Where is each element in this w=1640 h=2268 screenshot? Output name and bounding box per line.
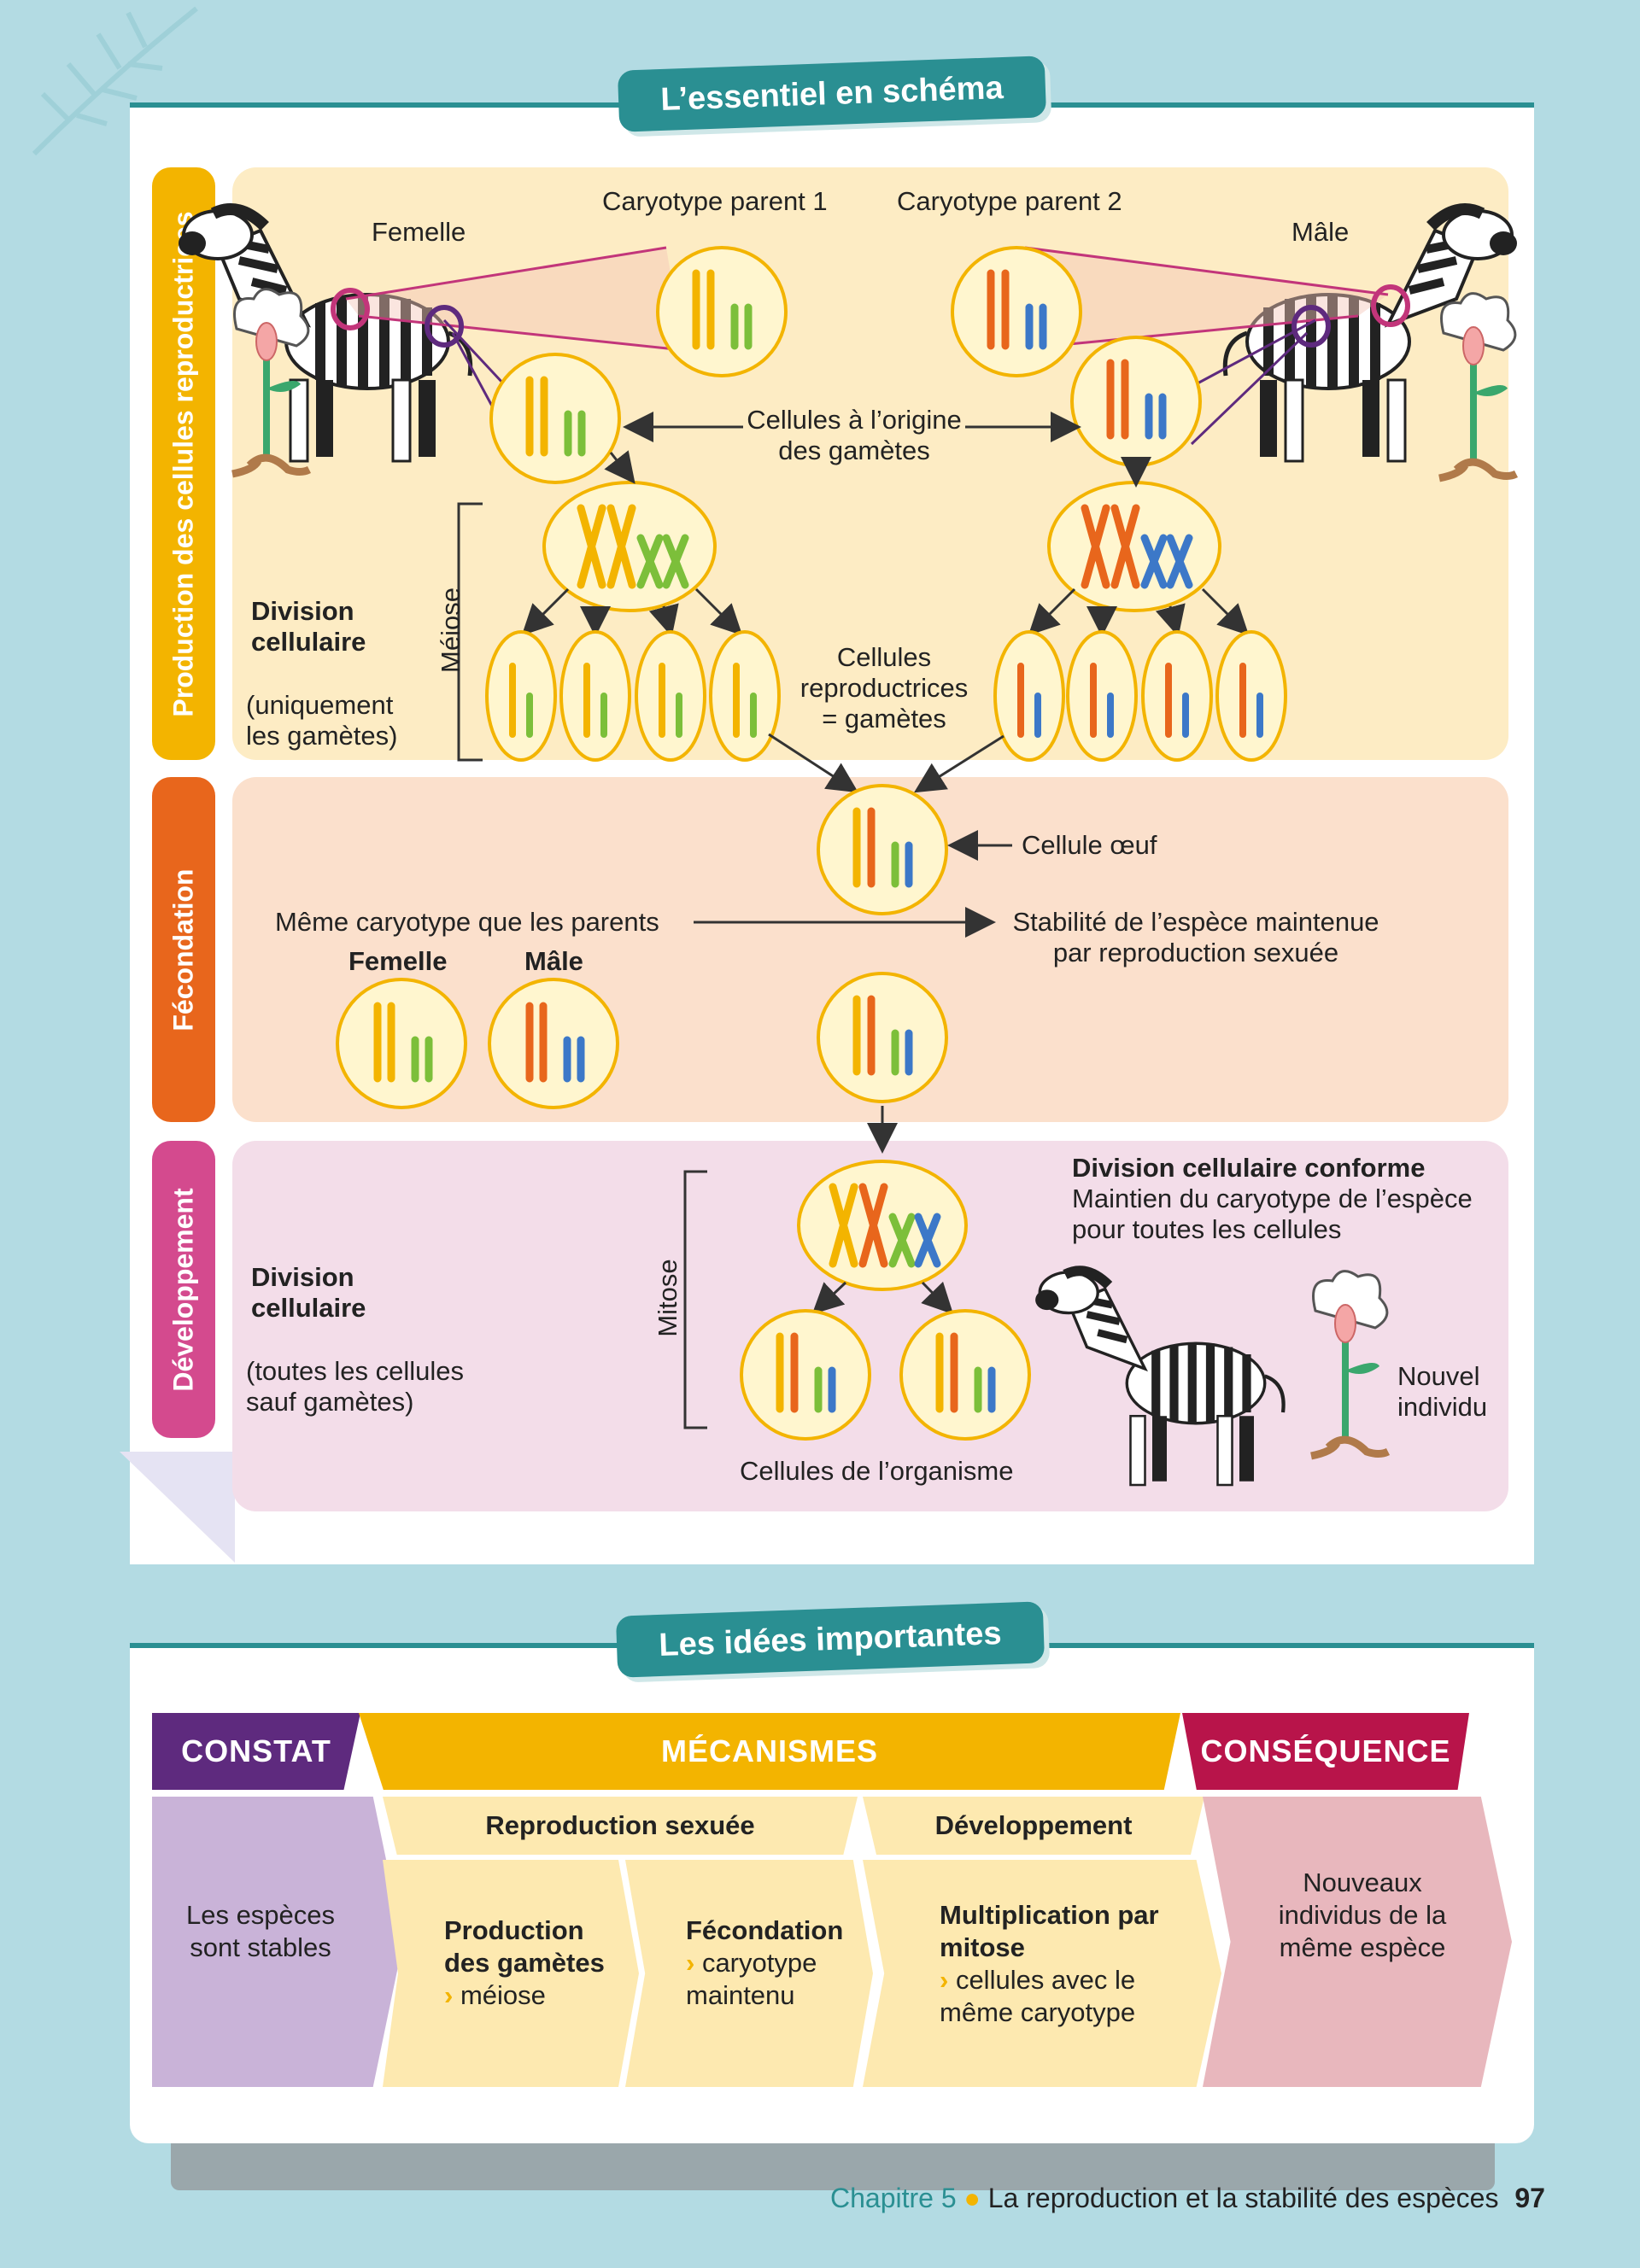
label-mitose: Mitose: [653, 1259, 682, 1337]
label-meiose: Méiose: [436, 587, 466, 673]
label-maintien-l2: pour toutes les cellules: [1072, 1214, 1342, 1244]
header-mecanismes: MÉCANISMES: [359, 1713, 1180, 1790]
chevron-right-icon: ›: [686, 1948, 702, 1978]
label-stabilite-l2: par reproduction sexuée: [1052, 938, 1339, 967]
fecondation-detail-row: › caryotype maintenu: [686, 1947, 857, 2012]
label-caryotype-parent-2: Caryotype parent 2: [897, 186, 1122, 216]
block-consequence: [1203, 1797, 1512, 2087]
label-toutes-cellules: (toutes les cellules sauf gamètes): [246, 1356, 464, 1418]
footer: Chapitre 5 ● La reproduction et la stabi…: [830, 2183, 1545, 2214]
chevron-right-icon: ›: [940, 1965, 956, 1995]
text-production: Production des gamètes › méiose: [444, 1914, 624, 2012]
fern-decoration-icon: [32, 6, 198, 156]
multiplication-detail: cellules avec le même caryotype: [940, 1965, 1136, 2027]
label-uniquement-gametes-l1: (uniquement: [246, 690, 394, 720]
block-production: [383, 1860, 639, 2087]
text-fecondation: Fécondation › caryotype maintenu: [686, 1914, 857, 2012]
label-male: Mâle: [1292, 217, 1350, 247]
block-fecondation: [625, 1860, 873, 2087]
multiplication-title: Multiplication par mitose: [940, 1900, 1159, 1962]
subheader-developpement: Développement: [863, 1797, 1204, 1855]
band-production: [232, 167, 1508, 760]
footer-chapter: Chapitre 5: [830, 2183, 957, 2213]
block-multiplication: [863, 1860, 1221, 2087]
label-division-conforme: Division cellulaire conforme: [1072, 1153, 1426, 1183]
text-consequence: Nouveaux individus de la même espèce: [1278, 1868, 1447, 1962]
text-multiplication: Multiplication par mitose › cellules ave…: [940, 1899, 1170, 2029]
label-nouvel-l2: individu: [1397, 1392, 1488, 1422]
text-constat: Les espèces sont stables: [185, 1900, 336, 1962]
label-femelle-bold: Femelle: [348, 946, 448, 976]
label-nouvel-individu: Nouvel individu: [1397, 1361, 1487, 1423]
label-male-bold: Mâle: [524, 946, 583, 976]
label-division-cellulaire: Division cellulaire: [251, 596, 366, 657]
production-detail: méiose: [460, 1980, 546, 2010]
tab-developpement: Développement: [152, 1141, 215, 1438]
subheader-reproduction: Reproduction sexuée: [383, 1797, 858, 1855]
label-stabilite: Stabilité de l’espèce maintenue par repr…: [999, 907, 1392, 968]
label-division-cellulaire-2: Division cellulaire: [251, 1262, 366, 1323]
label-cellules-origine-l2: des gamètes: [778, 435, 930, 465]
page-number: 97: [1514, 2183, 1545, 2213]
label-cellule-oeuf: Cellule œuf: [1022, 830, 1157, 860]
label-toutes-cellules-l2: sauf gamètes): [246, 1387, 414, 1417]
chevron-right-icon: ›: [444, 1980, 460, 2010]
tab-production: Production des cellules reproductrices: [152, 167, 215, 760]
fecondation-detail: caryotype maintenu: [686, 1948, 817, 2010]
label-uniquement-gametes: (uniquement les gamètes): [246, 690, 397, 751]
production-detail-row: › méiose: [444, 1979, 624, 2012]
schema-diagram: [0, 0, 1640, 1563]
label-toutes-cellules-l1: (toutes les cellules: [246, 1356, 465, 1386]
label-cellules-reproductrices: Cellules reproductrices = gamètes: [786, 642, 982, 734]
tab-fecondation: Fécondation: [152, 777, 215, 1122]
label-caryotype-parent-1: Caryotype parent 1: [602, 186, 828, 216]
label-maintien-l1: Maintien du caryotype de l’espèce: [1072, 1184, 1473, 1213]
label-nouvel-l1: Nouvel: [1397, 1361, 1480, 1391]
header-consequence: CONSÉQUENCE: [1182, 1713, 1469, 1790]
footer-dot-icon: ●: [964, 2183, 981, 2213]
label-femelle: Femelle: [372, 217, 466, 247]
label-cellules-repro-l2: reproductrices: [800, 673, 969, 703]
multiplication-detail-row: › cellules avec le même caryotype: [940, 1964, 1170, 2029]
label-division-conforme-block: Division cellulaire conforme Maintien du…: [1072, 1153, 1473, 1245]
label-meme-caryotype: Même caryotype que les parents: [275, 907, 659, 937]
header-constat: CONSTAT: [152, 1713, 360, 1790]
block-constat: [152, 1797, 403, 2087]
fecondation-title: Fécondation: [686, 1915, 844, 1945]
label-cellules-organisme: Cellules de l’organisme: [740, 1456, 1014, 1486]
label-stabilite-l1: Stabilité de l’espèce maintenue: [1012, 907, 1379, 937]
label-cellules-origine: Cellules à l’origine des gamètes: [726, 405, 982, 466]
footer-title: La reproduction et la stabilité des espè…: [987, 2183, 1499, 2213]
label-cellules-repro-l3: = gamètes: [822, 704, 946, 734]
label-uniquement-gametes-l2: les gamètes): [246, 721, 398, 751]
label-cellules-repro-l1: Cellules: [836, 642, 932, 672]
label-cellules-origine-l1: Cellules à l’origine: [747, 405, 962, 435]
production-title: Production des gamètes: [444, 1915, 605, 1978]
